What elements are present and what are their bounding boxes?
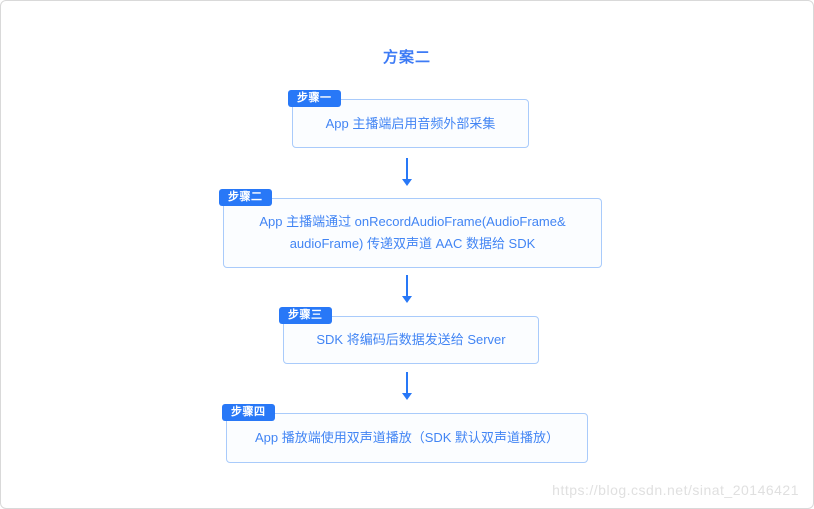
diagram-title: 方案二 (382, 49, 431, 66)
flow-step-2: 步骤二 App 主播端通过 onRecordAudioFrame(AudioFr… (219, 189, 602, 268)
arrow-down-icon (402, 372, 412, 400)
watermark-url: https://blog.csdn.net/sinat_20146421 (552, 482, 799, 498)
arrow-down-icon (402, 158, 412, 186)
step-1-text: App 主播端启用音频外部采集 (325, 115, 496, 131)
arrow-down-icon (402, 275, 412, 303)
step-2-label-tag: 步骤二 (219, 189, 272, 206)
step-3-label-tag: 步骤三 (279, 307, 332, 324)
flow-step-1: 步骤一 App 主播端启用音频外部采集 (288, 90, 529, 148)
flow-step-4: 步骤四 App 播放端使用双声道播放（SDK 默认双声道播放） (222, 404, 588, 463)
step-2-text: App 主播端通过 onRecordAudioFrame(AudioFrame&… (259, 214, 566, 251)
step-4-text: App 播放端使用双声道播放（SDK 默认双声道播放） (254, 430, 560, 445)
step-3-text: SDK 将编码后数据发送给 Server (316, 332, 506, 347)
step-4-label-tag: 步骤四 (222, 404, 275, 421)
flow-step-3: 步骤三 SDK 将编码后数据发送给 Server (279, 307, 539, 364)
step-1-label-tag: 步骤一 (288, 90, 341, 107)
